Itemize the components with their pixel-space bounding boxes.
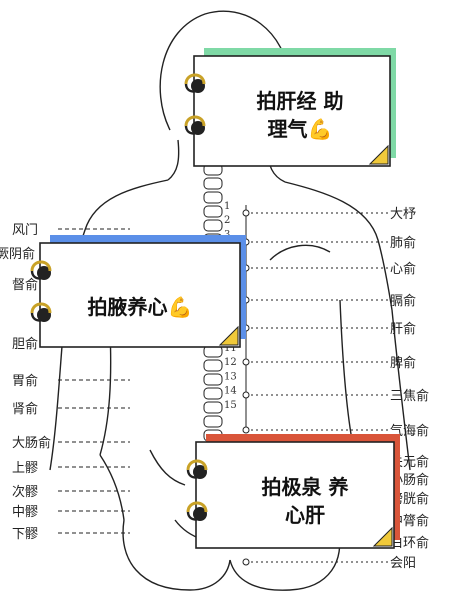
vertebra [203,205,223,218]
point-label-left: 胃俞 [12,373,38,389]
binder-ring [186,501,208,513]
binder-ring [184,73,206,85]
binder-hole [191,121,205,135]
card-body [39,242,241,348]
note-card: 拍肝经 助理气💪 [184,48,396,167]
card-text-line: 拍极泉 养 [262,475,349,499]
vertebra-number: 1 [224,201,230,212]
card-body [193,55,391,167]
point-label-right: 大杼 [390,207,416,222]
binder-ring-shadow [30,312,47,322]
vertebra [203,415,223,428]
vertebra-number: 3 [224,229,230,240]
vertebra-number: 2 [224,215,230,226]
binder-hole [193,507,207,521]
binder-ring-shadow [186,511,203,521]
note-card: 拍腋养心💪 [30,235,246,348]
point-label-left: 中髎 [12,505,38,520]
point-label-right: 心俞 [390,261,416,277]
vertebra [203,387,223,400]
vertebra-number: 11 [224,343,237,354]
point-label-left: 大肠俞 [12,435,51,451]
flex-emoji: 💪 [308,117,333,141]
acupoint-marker [242,209,250,217]
binder-hole [37,308,51,322]
point-label-right: 脾俞 [390,355,416,371]
corner-fold [368,144,389,165]
point-label-right: 三焦俞 [390,388,429,404]
binder-hole [191,79,205,93]
vertebra [203,373,223,386]
point-label-left: 上髎 [12,461,38,476]
card-text-line: 心肝 [285,503,325,527]
binder-ring [186,459,208,471]
point-label-left: 督俞 [12,277,38,293]
card-text-line: 拍腋养心💪 [88,295,193,319]
point-label-left: 次髎 [12,484,38,500]
note-card: 拍极泉 养心肝 [186,434,400,549]
card-text-line: 理气💪 [268,117,333,141]
corner-fold [372,526,393,547]
binder-ring-shadow [186,469,203,479]
point-label-left: 厥阴俞 [0,246,35,262]
acupoint-marker [242,391,250,399]
point-label-right: 膈俞 [390,293,416,309]
card-text-line: 拍肝经 助 [257,89,344,113]
acupoint-marker [242,426,250,434]
card-body [195,441,395,549]
acupoint-marker [242,558,250,566]
binder-ring-shadow [30,270,47,280]
point-label-right: 肺俞 [390,235,416,251]
binder-ring [30,260,52,272]
point-label-left: 下髎 [12,527,38,542]
acupoint-marker [242,358,250,366]
vertebra [203,177,223,190]
flex-emoji: 💪 [168,295,193,319]
vertebra-number: 15 [224,400,237,411]
point-label-right: 肝俞 [390,321,416,337]
vertebra-number: 13 [224,371,237,382]
vertebra [203,191,223,204]
binder-hole [193,465,207,479]
binder-ring [184,115,206,127]
binder-ring-shadow [184,83,201,93]
vertebra [203,401,223,414]
binder-hole [37,266,51,280]
binder-ring [30,302,52,314]
binder-ring-shadow [184,125,201,135]
point-label-left: 胆俞 [12,336,38,352]
point-label-left: 风门 [12,223,38,238]
vertebra-number: 12 [224,357,237,368]
corner-fold [218,325,239,346]
note-cards: 拍肝经 助理气💪 拍腋养心💪 拍极泉 养心肝 [30,48,400,549]
vertebra [203,359,223,372]
vertebra [203,219,223,232]
point-label-left: 肾俞 [12,401,38,417]
vertebra-number: 14 [224,386,237,397]
point-label-right: 会阳 [390,556,416,571]
